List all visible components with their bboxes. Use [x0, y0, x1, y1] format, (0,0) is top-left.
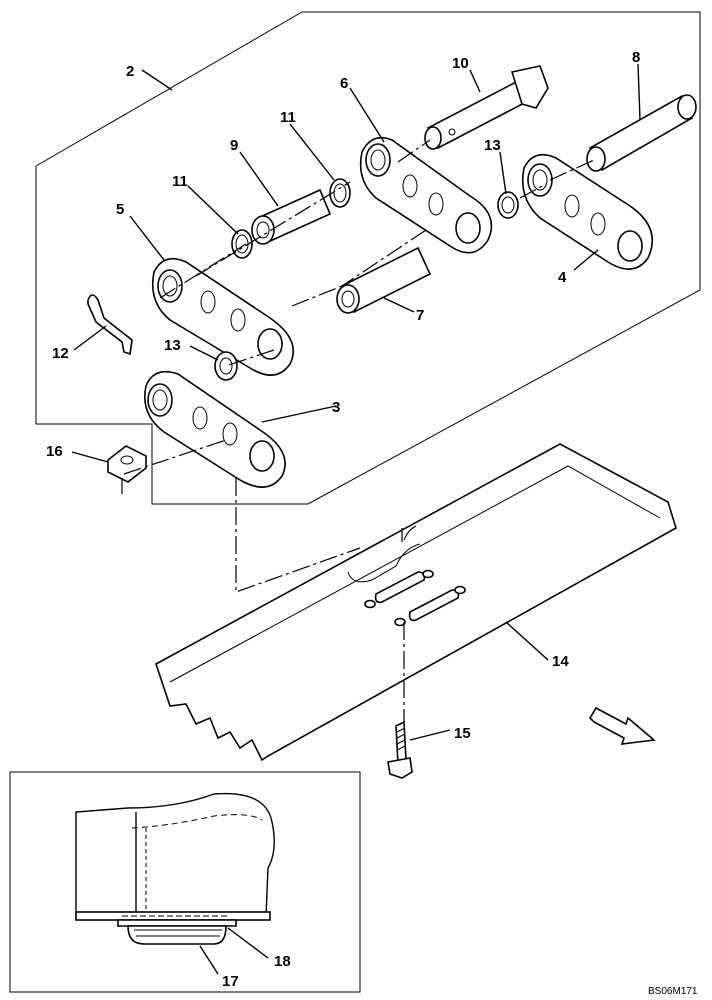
- callout-6: 6: [340, 75, 348, 92]
- callout-18: 18: [274, 953, 291, 970]
- seal-11-lower: [231, 229, 253, 259]
- callout-7: 7: [416, 307, 424, 324]
- track-link-3: [144, 370, 286, 488]
- callout-8: 8: [632, 49, 640, 66]
- callout-16: 16: [46, 443, 63, 460]
- drawing-code: BS06M171: [648, 986, 698, 997]
- callout-13-lower: 13: [164, 337, 181, 354]
- callout-12: 12: [52, 345, 69, 362]
- bushing-7: [336, 246, 432, 314]
- assembly-outline: [35, 11, 701, 505]
- callouts: 2 3 4 5 6 7 8 9 10 11 11 12 13 13 14 15 …: [46, 49, 640, 990]
- nut-16: [107, 445, 147, 483]
- callout-4: 4: [558, 269, 567, 286]
- callout-15: 15: [454, 725, 471, 742]
- callout-13-upper: 13: [484, 137, 501, 154]
- callout-14: 14: [552, 653, 569, 670]
- callout-3: 3: [332, 399, 340, 416]
- callout-9: 9: [230, 137, 238, 154]
- pin-8: [586, 94, 697, 172]
- bolt-15: [387, 720, 413, 779]
- callout-11-lower: 11: [172, 173, 188, 190]
- seal-13-lower: [214, 351, 238, 381]
- assembly-centerlines: [121, 139, 595, 726]
- track-shoe-14: [155, 443, 677, 762]
- master-pin-10: [424, 65, 549, 150]
- callout-5: 5: [116, 201, 124, 218]
- bushing-9: [251, 188, 332, 245]
- seal-11-upper: [329, 178, 351, 208]
- track-link-6: [359, 136, 493, 254]
- track-link-4: [521, 153, 654, 270]
- callout-11-upper: 11: [280, 109, 296, 126]
- seal-13-right: [497, 191, 519, 219]
- callout-17: 17: [222, 973, 239, 990]
- lock-pin-12: [87, 294, 133, 356]
- track-link-5: [151, 257, 295, 376]
- detail-inset: [9, 771, 361, 993]
- direction-arrow-icon: [588, 706, 656, 745]
- leader-lines: [71, 63, 641, 741]
- callout-10: 10: [452, 55, 469, 72]
- callout-2: 2: [126, 63, 134, 80]
